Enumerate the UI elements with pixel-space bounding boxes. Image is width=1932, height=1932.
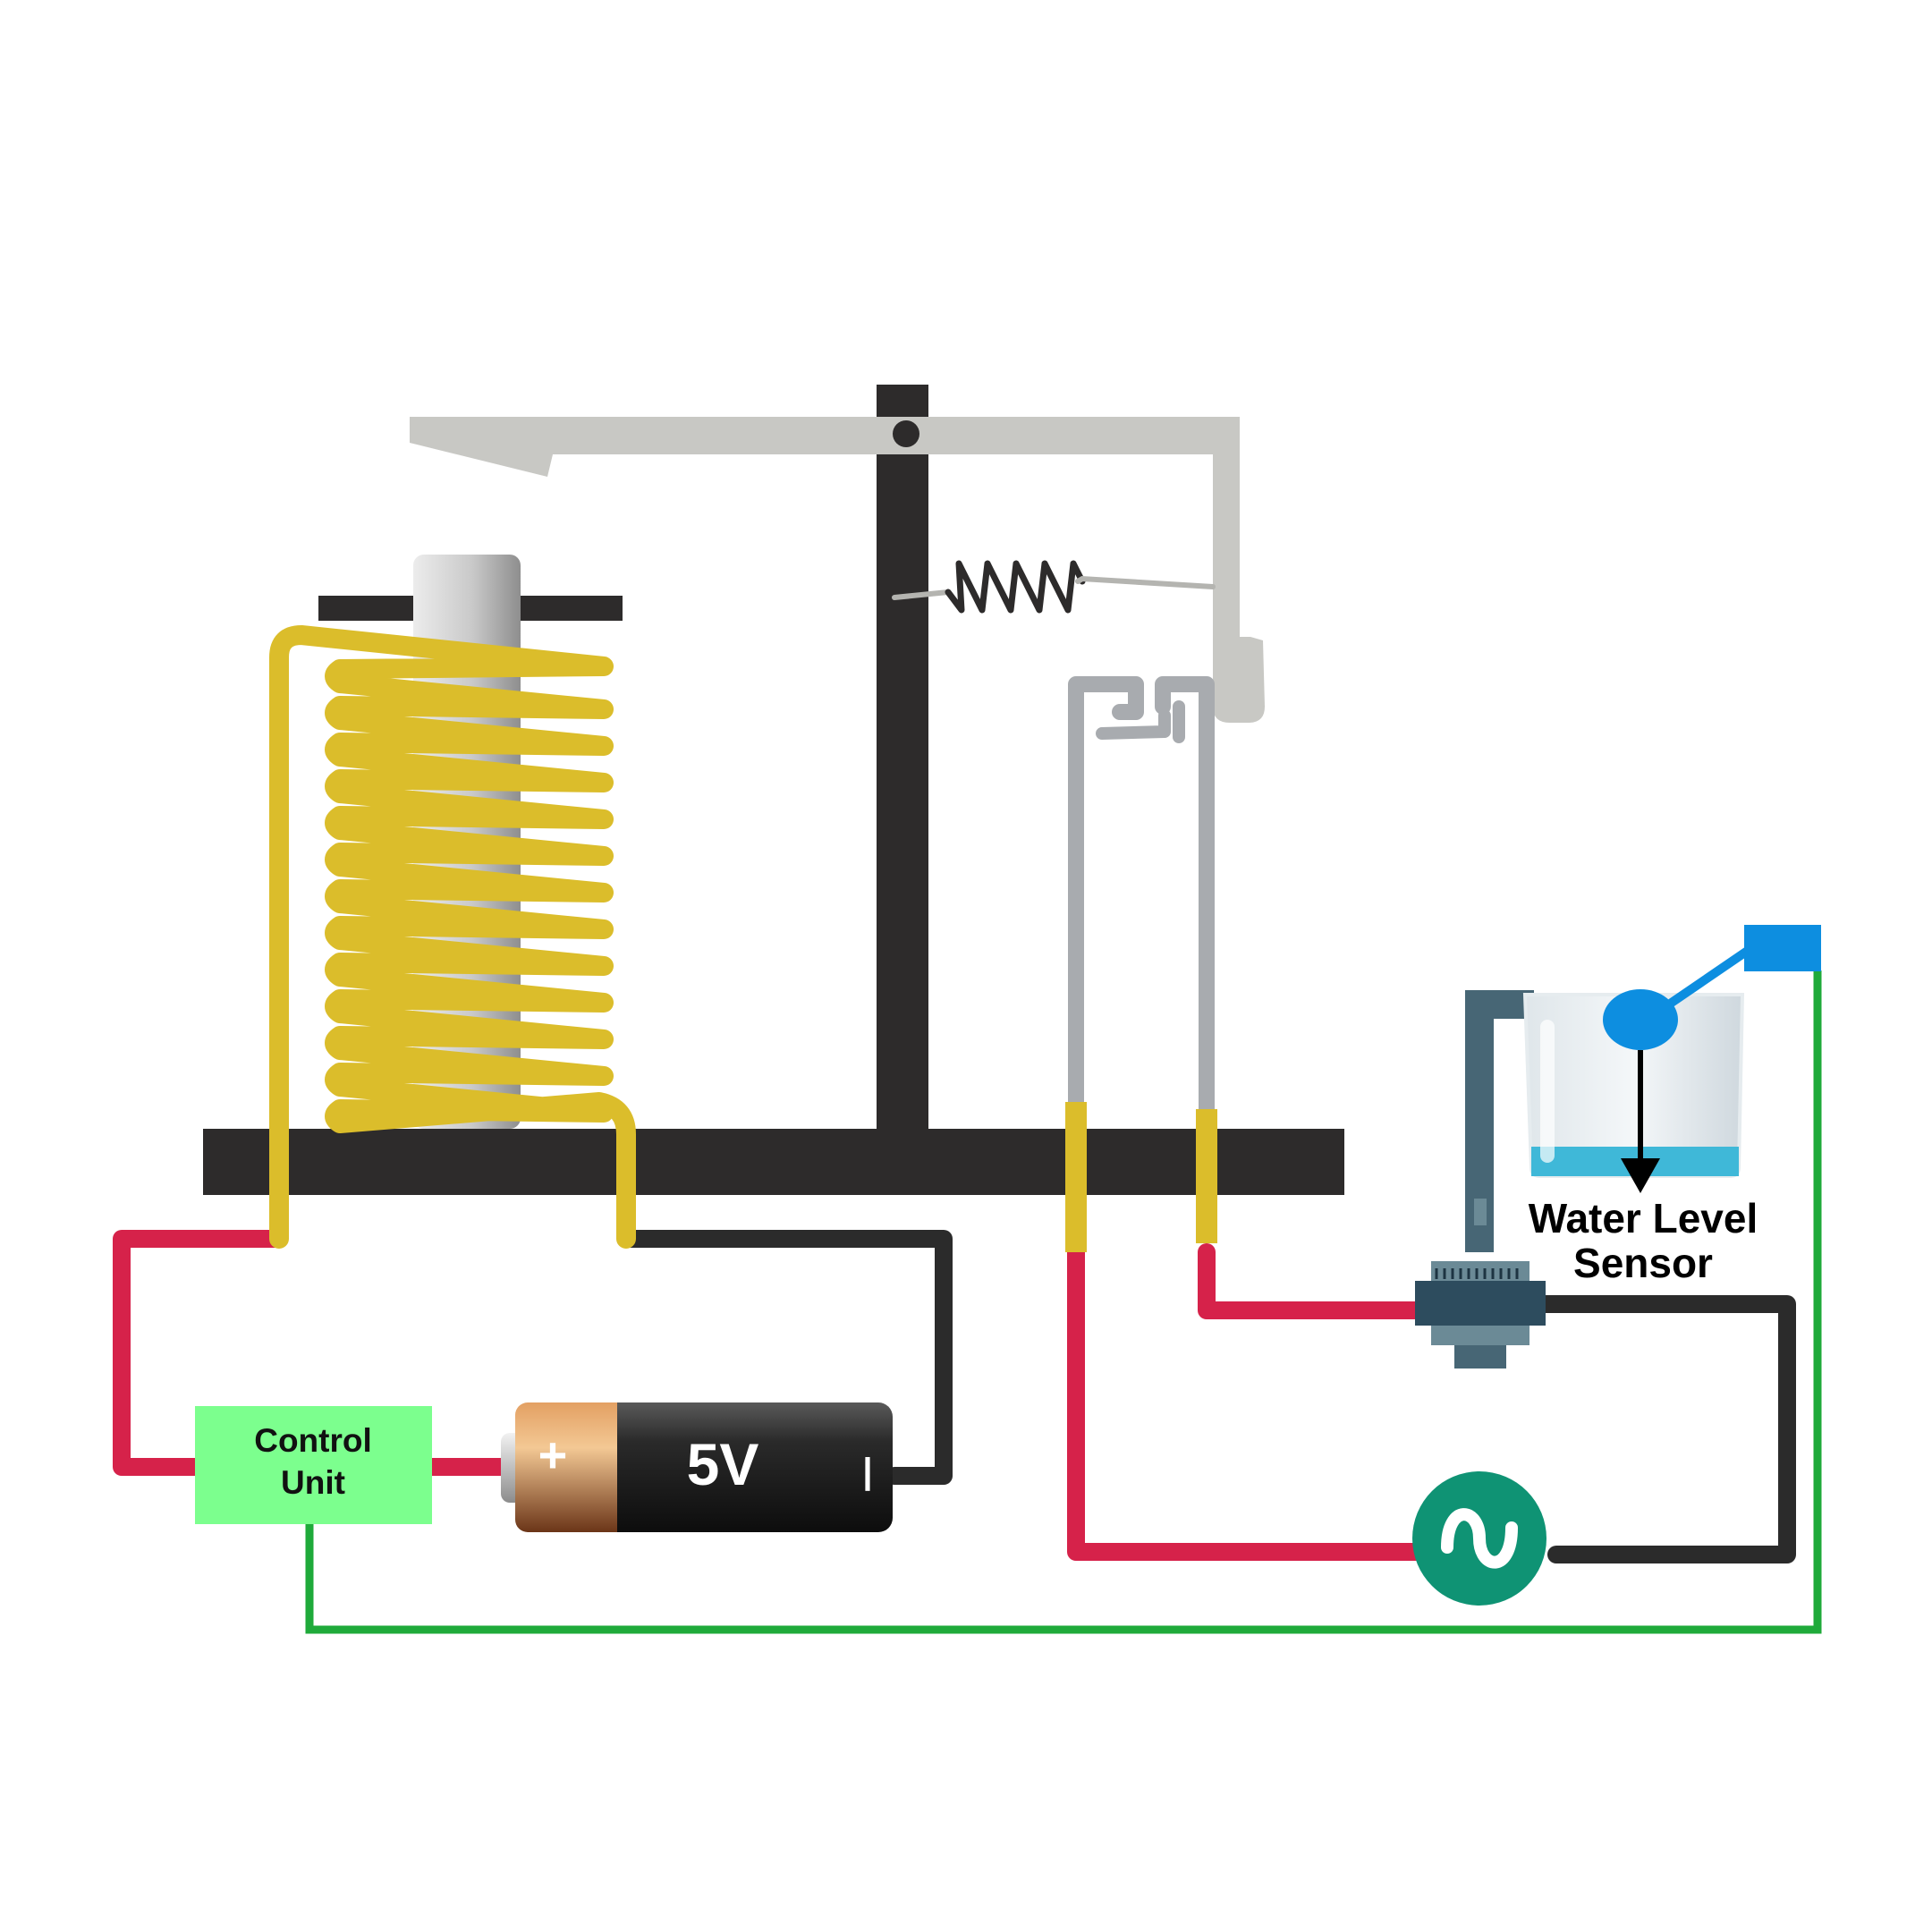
connector-ticks [1435, 1268, 1519, 1279]
electromagnet-coil [269, 625, 636, 1249]
sensor-pipe [1465, 990, 1534, 1252]
spring-coils [945, 560, 1086, 614]
relay-frame [203, 385, 1344, 1195]
wire-red-coil-to-control [113, 1230, 288, 1476]
connector-stem [1454, 1345, 1506, 1368]
relay-pivot-post [877, 385, 928, 1136]
battery-voltage-label: 5V [687, 1431, 759, 1497]
return-spring [892, 560, 1216, 614]
level-arrow-head [1621, 1158, 1660, 1193]
float-sensor-icon [1603, 989, 1678, 1050]
sensor-label-line2: Sensor [1573, 1240, 1713, 1286]
battery-copper-band [515, 1402, 630, 1532]
spring-hook-right [1075, 575, 1216, 589]
battery-minus-symbol: | [862, 1452, 872, 1491]
wire-green-control-to-float [305, 970, 1822, 1634]
control-unit-label-line2: Unit [281, 1464, 345, 1501]
water-beaker [1522, 993, 1745, 1178]
sensor-pipe-joint [1474, 1199, 1487, 1225]
connector-bottom [1431, 1326, 1530, 1345]
coil-winding [269, 625, 636, 1249]
beaker-highlight [1540, 1020, 1555, 1163]
battery-body-seam [617, 1402, 635, 1532]
contact-left [1068, 676, 1144, 1117]
contact-left-tip [1096, 709, 1171, 740]
armature-lever [410, 417, 1265, 723]
battery: + 5V | [501, 1402, 893, 1532]
ac-source [1412, 1471, 1546, 1606]
contact-switch [1065, 676, 1217, 1252]
control-unit: Control Unit [195, 1406, 432, 1524]
wiring [113, 970, 1822, 1634]
wire-red-contact-to-ac [1067, 1243, 1436, 1561]
wire-black-coil-to-battery [617, 1230, 953, 1485]
battery-body [617, 1402, 893, 1532]
sensor-label-line1: Water Level [1529, 1195, 1758, 1241]
connector-top [1431, 1261, 1530, 1281]
control-unit-label-line1: Control [254, 1422, 372, 1459]
relay-base-bar [203, 1129, 1344, 1195]
ac-sine-wave-icon [1441, 1508, 1518, 1569]
armature-pivot-pin [893, 420, 919, 447]
float-sensor-head [1744, 925, 1821, 971]
wire-black-sensor-to-ac [1534, 1295, 1796, 1563]
wire-red-contact-to-sensor [1198, 1243, 1427, 1319]
sensor-connector [1415, 1261, 1546, 1368]
contact-right [1155, 676, 1215, 1117]
water-level-sensor: Water Level Sensor [1415, 925, 1821, 1368]
spring-hook-left [892, 589, 951, 600]
connector-body [1415, 1281, 1546, 1326]
battery-plus-symbol: + [538, 1427, 568, 1483]
control-unit-box [195, 1406, 432, 1524]
armature-arm [410, 417, 1265, 723]
